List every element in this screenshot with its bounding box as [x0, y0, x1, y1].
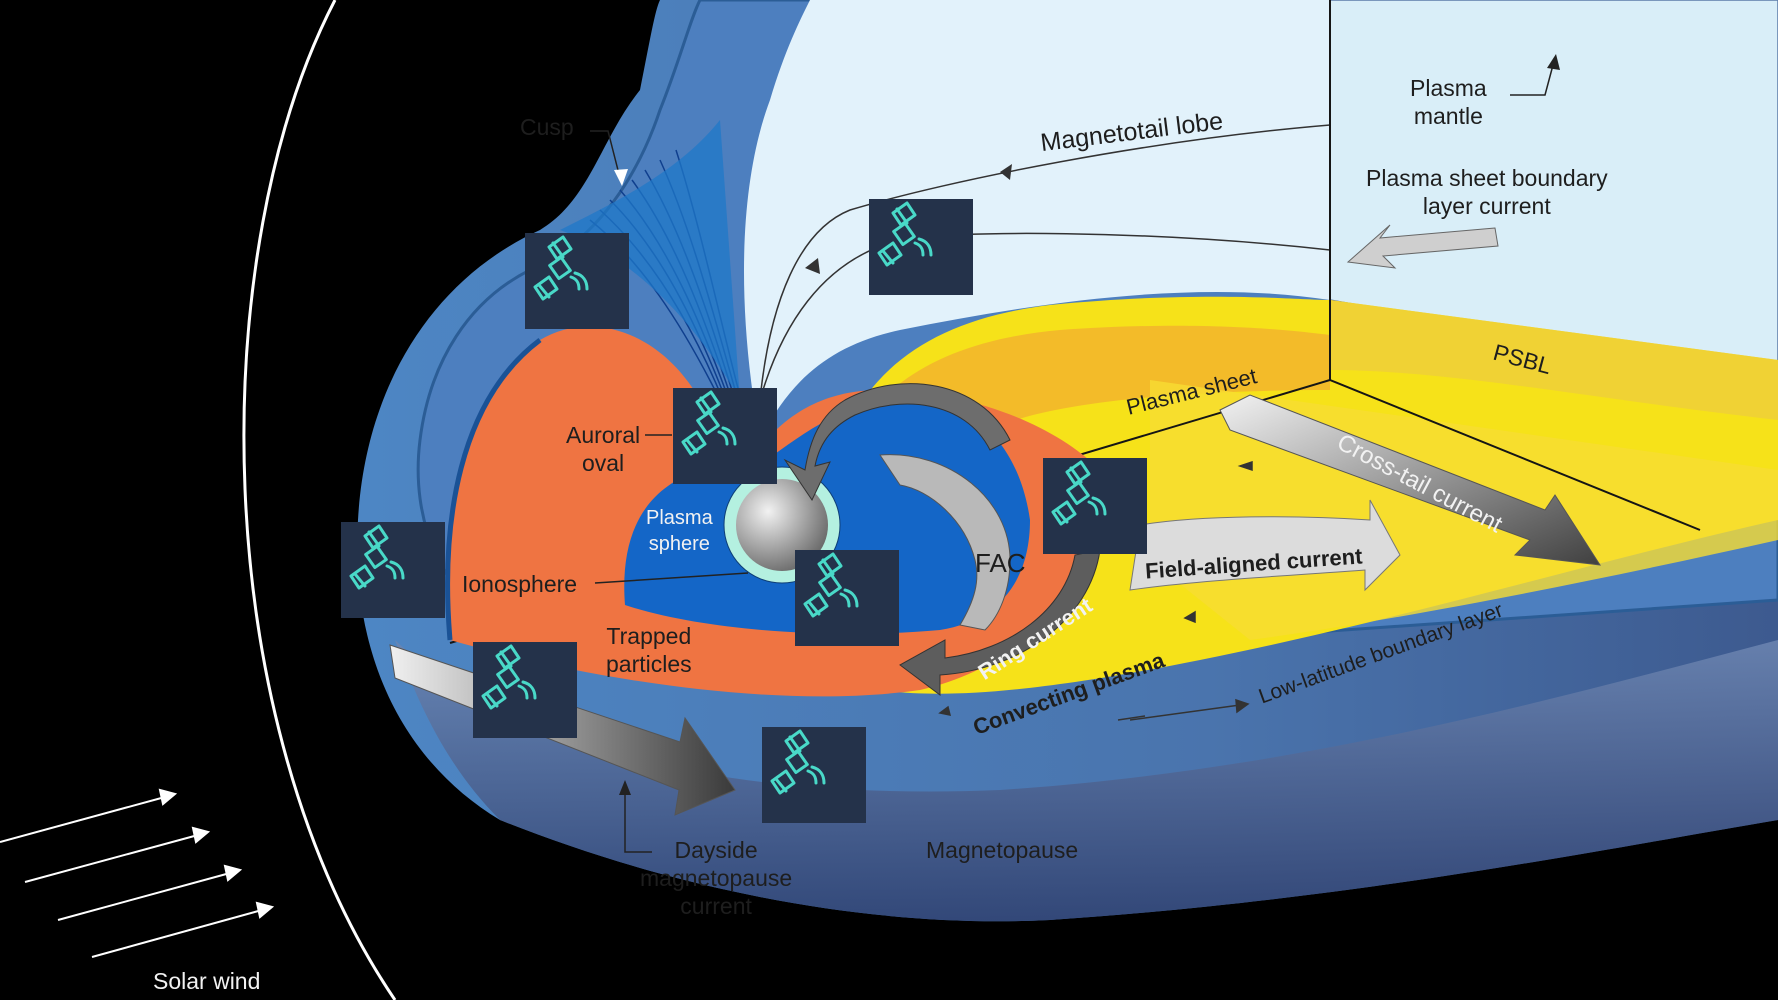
ring-current-arrow: [899, 549, 1101, 696]
label-solar-wind: Solar wind: [153, 968, 261, 994]
cusp-leader-arrow: [614, 169, 628, 186]
label-ionosphere: Ionosphere: [462, 571, 578, 597]
satellite-icon[interactable]: [762, 727, 866, 823]
solar-wind-arrows: [0, 788, 275, 958]
label-plasma-mantle: Plasma mantle: [1410, 75, 1487, 129]
label-fac: FAC: [975, 548, 1026, 578]
label-magnetopause: Magnetopause: [926, 837, 1079, 863]
label-cusp: Cusp: [520, 114, 574, 140]
label-psbl-current: Plasma sheet boundary layer current: [1366, 165, 1608, 219]
fac-arrow: [879, 454, 1011, 631]
convection-markers: [938, 460, 1253, 721]
satellite-icon[interactable]: [795, 550, 899, 646]
satellite-icon[interactable]: [525, 233, 629, 329]
leader-lines: [590, 64, 1554, 853]
psbl-current-arrow: [1346, 224, 1499, 269]
cusp-wedge: [560, 120, 740, 400]
lobe-field-arrow-lower: [805, 258, 820, 274]
earth-sphere: [736, 479, 828, 571]
substorm-current-arrow: [783, 383, 1011, 502]
magnetotail-lobe-arrow: [1000, 164, 1012, 180]
label-auroral-oval: Auroral oval: [566, 422, 641, 476]
satellite-icon[interactable]: [1043, 458, 1147, 554]
field-aligned-current-arrow: [1129, 499, 1401, 592]
satellite-icon[interactable]: [473, 642, 577, 738]
dayside-leader-arrow: [619, 780, 631, 795]
label-trapped-particles: Trapped particles: [606, 623, 692, 677]
psbl-band: [1330, 300, 1778, 420]
magnetopause-lower-surface: [395, 640, 1778, 922]
cross-tail-current-arrow: [1219, 394, 1601, 566]
trapped-particles-outline: [445, 338, 542, 641]
satellite-icon[interactable]: [341, 522, 445, 618]
plasma-sheet-inner-band: [845, 325, 1330, 520]
satellite-icon[interactable]: [869, 199, 973, 295]
plasma-mantle-leader-arrow: [1547, 54, 1560, 70]
label-dayside-magnetopause-current: Dayside magnetopause current: [640, 837, 793, 919]
satellite-icon[interactable]: [673, 388, 777, 484]
label-plasma-sphere: Plasma sphere: [646, 507, 713, 555]
bow-shock-line: [242, 0, 397, 1000]
